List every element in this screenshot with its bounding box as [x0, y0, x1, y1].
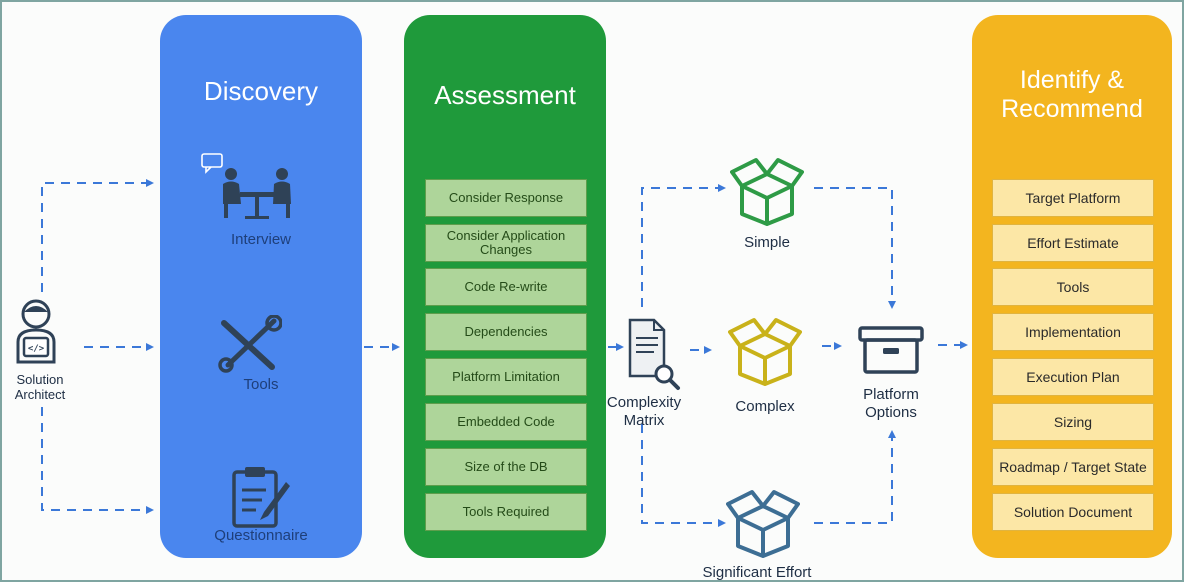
complexity-matrix-icon: [628, 318, 680, 390]
platform-options-label: Platform Options: [836, 386, 946, 422]
interview-icon: [201, 153, 291, 219]
recommend-item-target-platform: Target Platform: [992, 179, 1154, 217]
assessment-item-consider-application-changes: Consider Application Changes: [425, 224, 587, 262]
simple-label: Simple: [744, 234, 790, 251]
recommend-item-tools: Tools: [992, 268, 1154, 306]
assessment-item-code-rewrite: Code Re-write: [425, 268, 587, 306]
recommend-item-effort-estimate: Effort Estimate: [992, 224, 1154, 262]
questionnaire-icon: [232, 467, 290, 528]
questionnaire-label: Questionnaire: [214, 527, 308, 544]
recommend-item-roadmap-target-state: Roadmap / Target State: [992, 448, 1154, 486]
complex-box-icon: [728, 318, 802, 386]
solution-architect-label-line2: Architect: [14, 387, 66, 402]
interview-label: Interview: [230, 231, 292, 248]
recommend-item-solution-document: Solution Document: [992, 493, 1154, 531]
assessment-item-tools-required: Tools Required: [425, 493, 587, 531]
assessment-item-size-of-db: Size of the DB: [425, 448, 587, 486]
discovery-title: Discovery: [203, 76, 319, 106]
platform-options-label-line1: Platform: [863, 386, 919, 403]
assessment-item-consider-response: Consider Response: [425, 179, 587, 217]
complexity-matrix-label: Complexity Matrix: [606, 394, 682, 430]
complex-label: Complex: [735, 398, 795, 415]
tools-label: Tools: [243, 376, 279, 393]
svg-text:</>: </>: [28, 344, 45, 354]
platform-options-label-line2: Options: [865, 404, 917, 421]
arrow-actor-to-questionnaire: [41, 407, 154, 514]
significant-effort-box-icon: [726, 490, 800, 558]
complexity-matrix-label-line1: Complexity: [606, 394, 682, 411]
archive-box-icon: [858, 326, 924, 374]
solution-architect-label: Solution Architect: [2, 372, 78, 402]
solution-architect-label-line1: Solution: [16, 372, 64, 387]
simple-box-icon: [730, 158, 804, 226]
assessment-item-embedded-code: Embedded Code: [425, 403, 587, 441]
arrow-significant-to-platform: [814, 430, 896, 524]
arrow-matrix-to-significant: [641, 424, 726, 527]
recommend-item-implementation: Implementation: [992, 313, 1154, 351]
assessment-title: Assessment: [434, 80, 576, 110]
arrow-matrix-to-simple: [641, 184, 726, 307]
recommend-title: Identify & Recommend: [972, 66, 1172, 124]
recommend-item-sizing: Sizing: [992, 403, 1154, 441]
tools-icon: [218, 315, 282, 373]
assessment-item-dependencies: Dependencies: [425, 313, 587, 351]
significant-effort-label: Significant Effort: [702, 564, 812, 581]
arrow-actor-to-interview: [41, 179, 154, 292]
recommend-title-line2: Recommend: [1001, 95, 1143, 123]
recommend-item-execution-plan: Execution Plan: [992, 358, 1154, 396]
recommend-title-line1: Identify &: [1019, 66, 1125, 94]
assessment-item-platform-limitation: Platform Limitation: [425, 358, 587, 396]
complexity-matrix-label-line2: Matrix: [623, 412, 665, 429]
solution-architect-icon: </>: [16, 299, 56, 364]
